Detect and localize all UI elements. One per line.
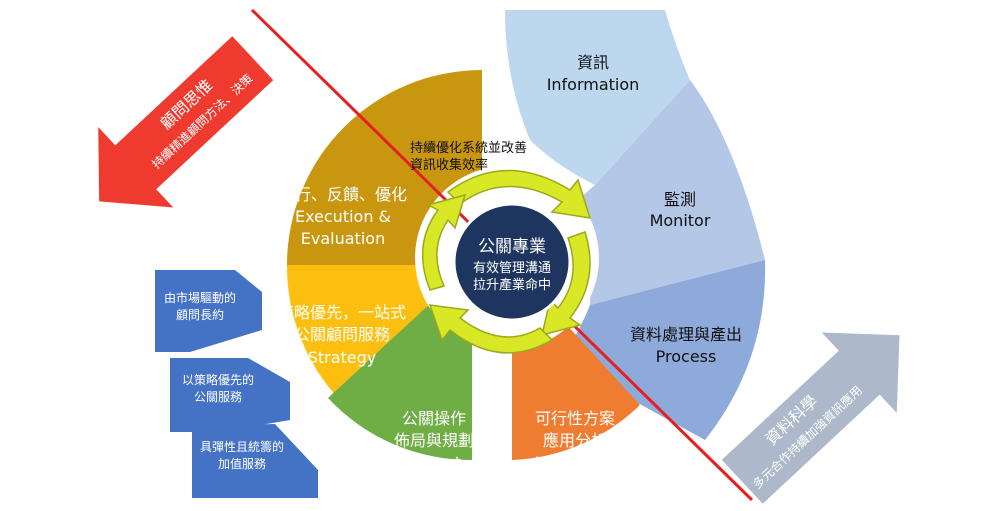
center-circle xyxy=(452,202,572,322)
execution-zh: 執行、反饋、優化 xyxy=(279,185,407,204)
utilization-zh-2: 應用分析 xyxy=(543,431,607,450)
monitor-zh: 監測 xyxy=(664,190,696,209)
information-segment xyxy=(505,10,690,185)
center-title: 公關專業 xyxy=(478,237,546,257)
strategy-boxes xyxy=(155,270,318,498)
layout-zh-1: 公關操作 xyxy=(402,409,466,428)
cycle-arrow-bottom xyxy=(428,304,554,354)
strategy-box-1 xyxy=(155,270,262,352)
strategy-box-3-line-2: 加值服務 xyxy=(218,456,266,471)
execution-en-2: Evaluation xyxy=(301,229,385,248)
strategy-box-1-line-2: 顧問長約 xyxy=(176,307,224,322)
cycle-caption-line-2: 資訊收集效率 xyxy=(410,157,488,173)
strategy-box-2-line-1: 以策略優先的 xyxy=(182,372,254,387)
center-line-1: 有效管理溝通 xyxy=(473,261,551,276)
cycle-arrow-left xyxy=(421,193,467,291)
center-line-2: 拉升產業命中 xyxy=(473,277,551,293)
strategy-box-3 xyxy=(192,424,318,498)
cycle-caption-line-1: 持續優化系統並改善 xyxy=(410,140,527,156)
strategy-box-3-line-1: 具彈性且統籌的 xyxy=(200,439,284,454)
strategy-zh-2: 公關顧問服務 xyxy=(294,325,390,344)
process-zh: 資料處理與產出 xyxy=(630,325,742,344)
data-science-arrow-shape xyxy=(721,332,900,504)
strategy-en: Strategy xyxy=(308,348,377,367)
execution-en-1: Execution & xyxy=(295,207,391,226)
cycle-arrow-top xyxy=(446,169,592,219)
strategy-zh-1: 策略優先，一站式 xyxy=(278,303,406,322)
process-segment xyxy=(560,260,766,440)
monitor-segment xyxy=(572,80,765,305)
strategy-box-1-line-1: 由市場驅動的 xyxy=(164,290,236,305)
utilization-zh-1: 可行性方案 xyxy=(535,409,615,428)
layout-en: Layout xyxy=(407,453,461,472)
consulting-arrow-shape xyxy=(98,36,274,208)
information-en: Information xyxy=(547,75,640,94)
monitor-en: Monitor xyxy=(650,211,711,230)
information-zh: 資訊 xyxy=(577,53,609,72)
strategy-box-2-line-2: 公關服務 xyxy=(194,390,242,404)
cycle-arrows xyxy=(421,169,592,354)
utilization-en: Utilization xyxy=(535,453,615,472)
process-en: Process xyxy=(656,347,717,366)
layout-zh-2: 佈局與規劃 xyxy=(394,431,474,450)
consulting-arrow: 顧問思惟 持續精進顧問方法、決策 xyxy=(98,36,274,208)
strategy-box-2 xyxy=(170,358,290,432)
